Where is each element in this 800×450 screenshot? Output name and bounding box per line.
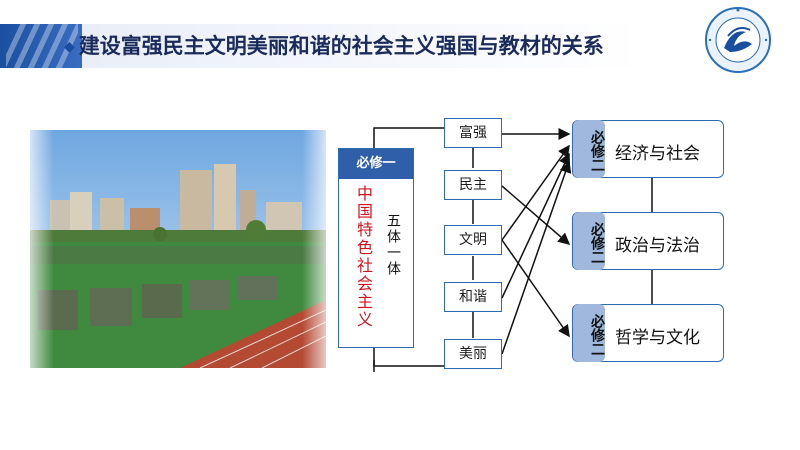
- subject-tag: 必修二: [573, 120, 605, 178]
- subject-name: 经济与社会: [615, 144, 700, 164]
- compulsory-one-tag: 必修一: [339, 149, 413, 179]
- keyword-box-civilized: 文明: [444, 225, 502, 255]
- header-accent: [0, 24, 82, 68]
- page-title-text: 建设富强民主文明美丽和谐的社会主义强国与教材的关系: [78, 34, 604, 58]
- subject-box-philosophy: 必修二 哲学与文化: [572, 304, 724, 362]
- keyword-label: 文明: [459, 232, 487, 248]
- keyword-box-beautiful: 美丽: [444, 339, 502, 369]
- keyword-label: 民主: [459, 177, 487, 193]
- five-in-one-text: 五体一体: [385, 213, 401, 277]
- keyword-box-prosperous: 富强: [444, 118, 502, 148]
- bullet-icon: ◆: [64, 39, 75, 55]
- subject-box-politics: 必修二 政治与法治: [572, 212, 724, 270]
- subject-tag: 必修二: [573, 212, 605, 270]
- keyword-label: 和谐: [459, 289, 487, 305]
- header-bar: ◆建设富强民主文明美丽和谐的社会主义强国与教材的关系: [0, 24, 800, 68]
- keyword-label: 富强: [459, 125, 487, 141]
- socialism-text: 中国特色社会主义: [354, 185, 373, 329]
- keyword-box-democratic: 民主: [444, 170, 502, 200]
- compulsory-one-box: 必修一 中国特色社会主义 五体一体: [338, 148, 414, 348]
- subject-box-economy: 必修二 经济与社会: [572, 120, 724, 178]
- subject-name: 政治与法治: [615, 236, 700, 256]
- school-photo: [30, 130, 326, 368]
- school-logo: [705, 7, 771, 73]
- subject-name: 哲学与文化: [615, 328, 700, 348]
- keyword-box-harmonious: 和谐: [444, 282, 502, 312]
- page-title: ◆建设富强民主文明美丽和谐的社会主义强国与教材的关系: [64, 30, 604, 62]
- header-background: [82, 24, 642, 68]
- keyword-label: 美丽: [459, 346, 487, 362]
- subject-tag: 必修二: [573, 304, 605, 362]
